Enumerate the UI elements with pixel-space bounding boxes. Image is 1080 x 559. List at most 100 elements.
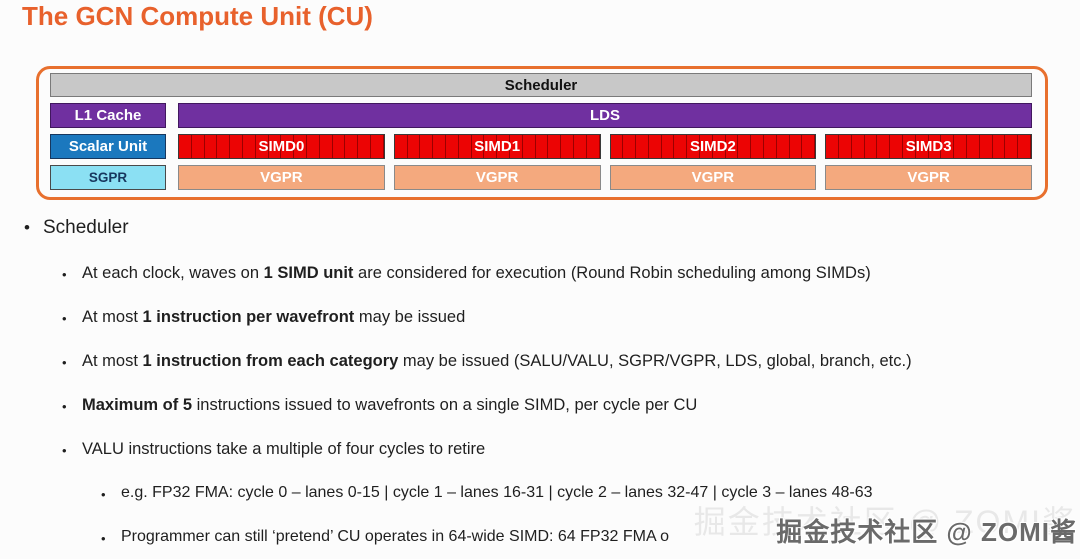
- bullet-text: e.g. FP32 FMA: cycle 0 – lanes 0-15 | cy…: [121, 482, 873, 503]
- simd-lane: [294, 135, 307, 158]
- l1-cache-box: L1 Cache: [50, 103, 166, 128]
- bullet-list: • Scheduler • At each clock, waves on 1 SIM…: [0, 216, 1080, 559]
- simd-lane: [790, 135, 803, 158]
- bullet-dot: •: [62, 311, 67, 326]
- simd-lane: [333, 135, 346, 158]
- simd-lane: [256, 135, 269, 158]
- simd-lane: [561, 135, 574, 158]
- l1-cache-label: L1 Cache: [74, 107, 142, 124]
- simd-lane: [1018, 135, 1031, 158]
- simd-lane: [446, 135, 459, 158]
- simd-row: SIMD0 SIMD1 SIMD2 SIMD3: [178, 134, 1032, 159]
- vgpr-label: VGPR: [907, 169, 950, 186]
- scheduler-bar: Scheduler: [50, 73, 1032, 97]
- simd-lane: [281, 135, 295, 158]
- simd-lane: [345, 135, 359, 158]
- simd-block-0: SIMD0: [178, 134, 385, 159]
- simd-lane: [877, 135, 891, 158]
- bullet-text: VALU instructions take a multiple of fou…: [82, 438, 485, 460]
- simd-lane: [751, 135, 765, 158]
- simd-lane: [726, 135, 739, 158]
- simd-lane: [611, 135, 624, 158]
- bullet-text: Scheduler: [43, 216, 129, 240]
- simd-lane: [205, 135, 218, 158]
- bullet-text-plain: may be issued: [354, 308, 466, 326]
- lds-bar: LDS: [178, 103, 1032, 128]
- bullet-text: At most 1 instruction per wavefront may …: [82, 306, 465, 328]
- bullet-item: • Maximum of 5 instructions issued to wav…: [0, 394, 1080, 418]
- simd-lane: [980, 135, 993, 158]
- simd-lane: [636, 135, 649, 158]
- scheduler-label: Scheduler: [504, 76, 578, 94]
- sgpr-label: SGPR: [88, 170, 128, 185]
- bullet-text: At each clock, waves on 1 SIMD unit are …: [82, 262, 871, 284]
- bullet-dot: •: [24, 218, 30, 237]
- simd-lane: [954, 135, 968, 158]
- bullet-item: • At most 1 instruction per wavefront may…: [0, 306, 1080, 330]
- simd-lane: [929, 135, 942, 158]
- bullet-item: • e.g. FP32 FMA: cycle 0 – lanes 0-15 | c…: [0, 482, 1080, 505]
- bullet-text-plain: may be issued (SALU/VALU, SGPR/VGPR, LDS…: [398, 352, 912, 370]
- bullet-text-bold: 1 instruction per wavefront: [142, 308, 355, 326]
- sgpr-box: SGPR: [50, 165, 166, 190]
- simd-label: SIMD1: [474, 137, 521, 155]
- simd-lane: [472, 135, 485, 158]
- simd-lane: [1005, 135, 1019, 158]
- bullet-item: • At most 1 instruction from each categor…: [0, 350, 1080, 374]
- bullet-text-plain: Programmer can still ‘pretend’ CU operat…: [121, 528, 670, 545]
- simd-lane: [687, 135, 701, 158]
- simd-lane: [192, 135, 205, 158]
- bullet-text: Maximum of 5 instructions issued to wave…: [82, 394, 697, 416]
- vgpr-label: VGPR: [691, 169, 735, 186]
- simd-lane: [865, 135, 878, 158]
- simd-lane: [371, 135, 384, 158]
- bullet-text-plain: instructions issued to wavefronts on a s…: [192, 396, 698, 414]
- vgpr-block-3: VGPR: [825, 165, 1032, 190]
- bullet-text-plain: Scheduler: [43, 217, 129, 238]
- simd-lane: [523, 135, 536, 158]
- bullet-text-plain: are considered for execution (Round Robi…: [353, 264, 871, 282]
- bullet-text-plain: VALU instructions take a multiple of fou…: [82, 440, 486, 458]
- simd-lane: [230, 135, 243, 158]
- bullet-dot: •: [62, 355, 67, 370]
- simd-lane: [802, 135, 816, 158]
- vgpr-block-1: VGPR: [393, 165, 601, 190]
- simd-lane: [243, 135, 256, 158]
- simd-block-2: SIMD2: [609, 134, 817, 159]
- simd-label: SIMD3: [905, 137, 952, 155]
- simd-lane: [548, 135, 562, 158]
- simd-lane: [941, 135, 955, 158]
- vgpr-row: VGPR VGPR VGPR VGPR: [178, 165, 1032, 190]
- lds-label: LDS: [590, 107, 620, 124]
- simd-lane: [484, 135, 498, 158]
- vgpr-label: VGPR: [260, 169, 303, 186]
- bullet-text: At most 1 instruction from each category…: [82, 350, 912, 372]
- simd-lane: [433, 135, 446, 158]
- simd-lane: [408, 135, 421, 158]
- simd-lane: [967, 135, 980, 158]
- simd-lane: [713, 135, 726, 158]
- bullet-item: • Scheduler: [0, 216, 1080, 240]
- simd-lane: [420, 135, 434, 158]
- simd-lane: [662, 135, 675, 158]
- bullet-text-plain: At most: [82, 352, 143, 370]
- simd-lane: [510, 135, 523, 158]
- bullet-text-plain: e.g. FP32 FMA: cycle 0 – lanes 0-15 | cy…: [121, 484, 873, 501]
- simd-label: SIMD0: [258, 137, 305, 155]
- simd-label: SIMD2: [689, 137, 736, 155]
- bullet-text-bold: 1 instruction from each category: [142, 352, 399, 370]
- simd-lane: [307, 135, 320, 158]
- sgpr-vgpr-row: SGPR VGPR VGPR VGPR VGPR: [50, 165, 1032, 190]
- bullet-dot: •: [62, 399, 67, 414]
- simd-lane: [993, 135, 1006, 158]
- watermark: 掘金技术社区 @ ZOMI酱: [776, 517, 1077, 547]
- bullet-text-plain: At each clock, waves on: [82, 264, 264, 282]
- page-title: The GCN Compute Unit (CU): [22, 1, 373, 31]
- simd-lane: [674, 135, 688, 158]
- bullet-dot: •: [101, 487, 106, 502]
- bullet-text-plain: At most: [82, 308, 143, 326]
- simd-block-3: SIMD3: [825, 134, 1032, 159]
- bullet-dot: •: [62, 443, 67, 458]
